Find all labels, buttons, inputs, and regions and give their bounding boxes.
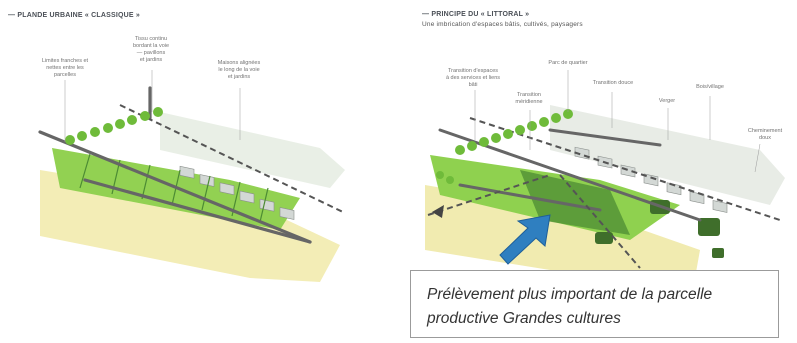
dashed-path-arrow-icon [432,205,444,218]
right-label-parc: Parc de quartier [548,60,588,66]
left-roads [38,86,312,244]
left-housing-strip [160,112,345,188]
right-trees [436,109,573,184]
right-field-area [425,185,700,278]
right-diagram-panel: — PRINCIPE DU « LITTORAL » Une imbricati… [400,0,797,343]
right-panel-title: — PRINCIPE DU « LITTORAL » [422,11,530,18]
right-label-transition-douce: Transition douce [592,80,634,86]
right-housing-strip [550,105,785,205]
blue-arrow-icon [499,214,551,265]
right-woods [595,200,724,258]
caption-box: Prélèvement plus important de la parcell… [410,270,779,338]
right-houses [574,146,728,213]
right-label-transition-meridienne: Transition méridienne [515,92,543,105]
right-label-transition-services: Transition d'espaces à des services et l… [445,68,501,88]
right-label-verger: Verger [658,98,676,104]
left-label-continuous-fabric: Tissu continu bordant la voie — pavillon… [132,36,170,63]
right-panel-subtitle: Une imbrication d'espaces bâtis, cultivé… [422,21,583,28]
right-leader-lines [474,70,761,173]
caption-text: Prélèvement plus important de la parcell… [427,286,713,327]
left-diagram-panel: — PLANDE URBAINE « CLASSIQUE » Limites f… [0,0,395,343]
left-axonometric-diagram [38,70,346,282]
right-dashed-paths [427,117,781,269]
right-axonometric-diagram [425,70,785,278]
left-panel-title: — PLANDE URBAINE « CLASSIQUE » [8,12,141,19]
left-leader-lines [64,70,241,142]
left-label-aligned-houses: Maisons alignées le long de la voie et j… [217,60,261,80]
left-label-limits: Limites franches et nettes entre les par… [41,58,89,78]
right-label-bois-village: Bois/village [696,84,724,90]
right-label-cheminement: Cheminement doux [747,128,783,141]
left-trees [65,107,163,145]
left-dashed-road [119,104,346,214]
